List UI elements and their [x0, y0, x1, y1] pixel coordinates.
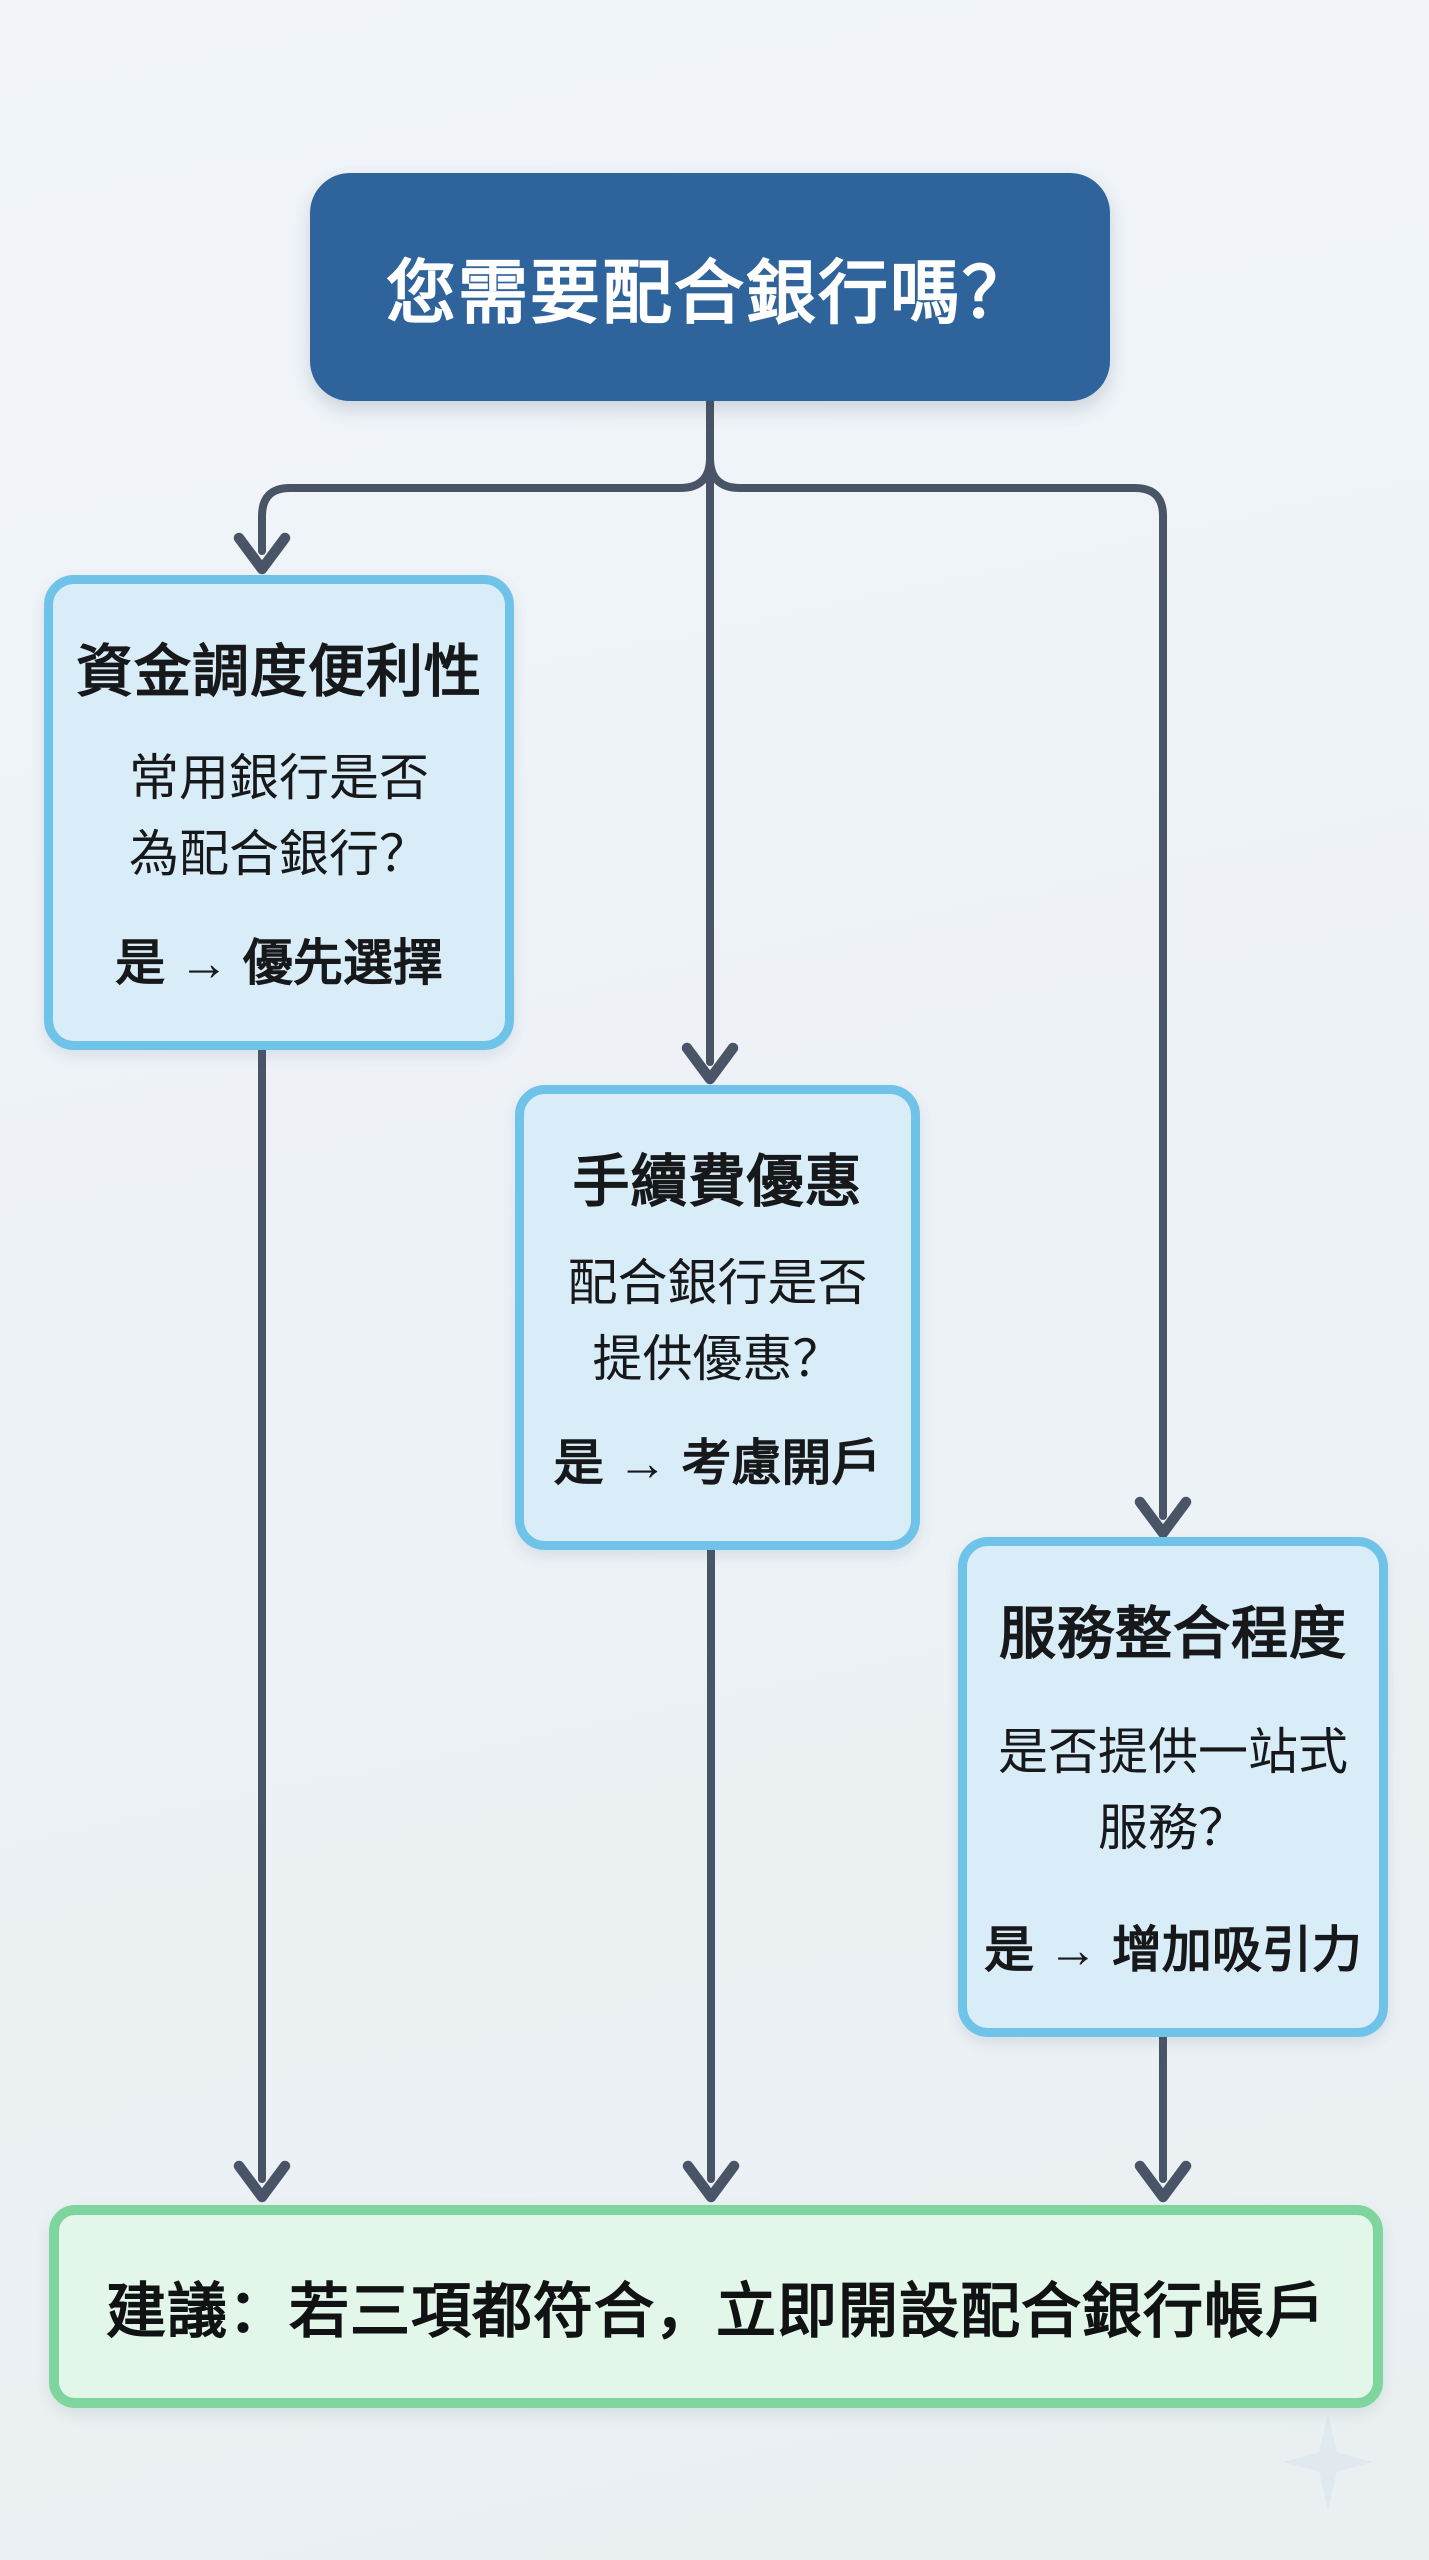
branch-question: 是否提供一站式 服務？ [998, 1714, 1348, 1866]
branch-box-service-integration: 服務整合程度 是否提供一站式 服務？ 是 → 增加吸引力 [958, 1537, 1388, 2037]
branch-question-line2: 提供優惠？ [592, 1330, 843, 1387]
branch-box-funding-convenience: 資金調度便利性 常用銀行是否 為配合銀行？ 是 → 優先選擇 [44, 575, 514, 1050]
branch-title: 服務整合程度 [999, 1602, 1347, 1666]
arrow-down-icon [682, 2160, 740, 2203]
branch-question-line2: 服務？ [1098, 1800, 1248, 1856]
connector-root-to-service [706, 454, 1167, 1520]
branch-result: 是 → 增加吸引力 [984, 1922, 1362, 1978]
branch-result: 是 → 優先選擇 [115, 935, 443, 991]
branch-title: 資金調度便利性 [76, 640, 482, 704]
root-question-title: 您需要配合銀行嗎？ [386, 253, 1034, 332]
connector-root-to-funding [258, 454, 714, 555]
arrow-down-icon [681, 1042, 739, 1085]
branch-question: 常用銀行是否 為配合銀行？ [129, 740, 429, 892]
branch-question-line1: 常用銀行是否 [129, 749, 429, 806]
branch-question-line1: 是否提供一站式 [998, 1724, 1348, 1780]
conclusion-text: 建議：若三項都符合，立即開設配合銀行帳戶 [106, 2278, 1326, 2345]
arrow-down-icon [233, 532, 291, 575]
branch-box-fee-discount: 手續費優惠 配合銀行是否 提供優惠？ 是 → 考慮開戶 [515, 1085, 920, 1550]
branch-question-line2: 為配合銀行？ [129, 825, 429, 882]
arrow-down-icon [1134, 2160, 1192, 2203]
arrow-down-icon [1134, 1496, 1192, 1539]
branch-question-line1: 配合銀行是否 [567, 1254, 868, 1311]
branch-result: 是 → 考慮開戶 [553, 1435, 882, 1491]
branch-question: 配合銀行是否 提供優惠？ [568, 1245, 868, 1397]
arrow-down-icon [233, 2160, 291, 2203]
root-question-box: 您需要配合銀行嗎？ [310, 173, 1110, 401]
conclusion-box: 建議：若三項都符合，立即開設配合銀行帳戶 [49, 2205, 1383, 2408]
branch-title: 手續費優惠 [572, 1150, 863, 1214]
